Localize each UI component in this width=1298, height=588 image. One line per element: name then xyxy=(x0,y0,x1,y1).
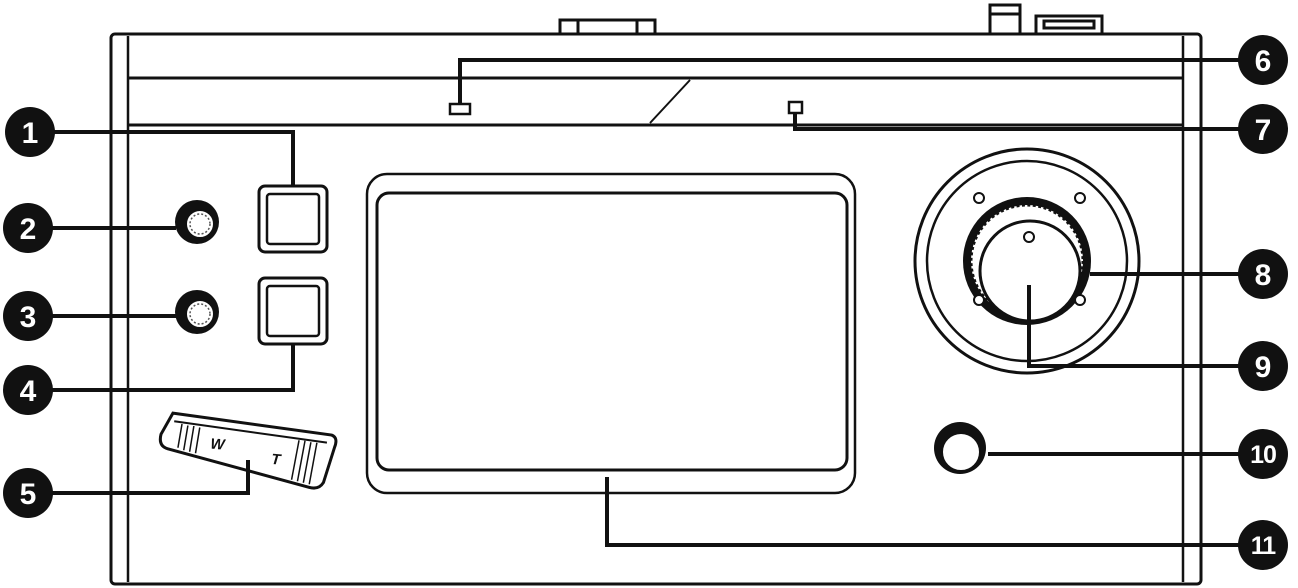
zoom-tele-label: T xyxy=(271,451,283,469)
svg-text:1: 1 xyxy=(22,117,39,150)
button-10[interactable] xyxy=(934,422,986,474)
callout-10: 10 xyxy=(1238,429,1288,479)
callout-5: 5 xyxy=(3,468,53,518)
svg-text:5: 5 xyxy=(20,478,37,511)
knob-2[interactable] xyxy=(175,200,219,244)
lcd-screen xyxy=(365,172,857,495)
svg-text:3: 3 xyxy=(20,301,37,334)
callout-11: 11 xyxy=(1238,520,1288,570)
callout-7: 7 xyxy=(1238,104,1288,154)
svg-text:10: 10 xyxy=(1250,441,1276,469)
svg-text:8: 8 xyxy=(1255,259,1272,292)
callout-1: 1 xyxy=(5,107,55,157)
button-1[interactable] xyxy=(257,184,329,254)
svg-text:11: 11 xyxy=(1251,532,1277,560)
button-4[interactable] xyxy=(257,276,329,346)
callout-9: 9 xyxy=(1238,341,1288,391)
zoom-lever[interactable]: W T xyxy=(157,411,338,490)
svg-text:7: 7 xyxy=(1255,114,1272,147)
callout-3: 3 xyxy=(3,291,53,341)
svg-text:2: 2 xyxy=(20,213,37,246)
svg-text:6: 6 xyxy=(1255,45,1272,78)
knob-3[interactable] xyxy=(175,290,219,334)
tally-lamp xyxy=(448,102,472,116)
svg-text:4: 4 xyxy=(20,375,37,408)
callout-4: 4 xyxy=(3,365,53,415)
status-lamp xyxy=(787,100,804,115)
zoom-wide-label: W xyxy=(210,436,227,454)
callout-2: 2 xyxy=(3,203,53,253)
callout-8: 8 xyxy=(1238,249,1288,299)
svg-text:9: 9 xyxy=(1255,351,1272,384)
callout-6: 6 xyxy=(1238,35,1288,85)
jog-dial[interactable] xyxy=(913,147,1141,375)
top-connectors xyxy=(558,3,1104,36)
leader-lines xyxy=(28,58,1260,547)
